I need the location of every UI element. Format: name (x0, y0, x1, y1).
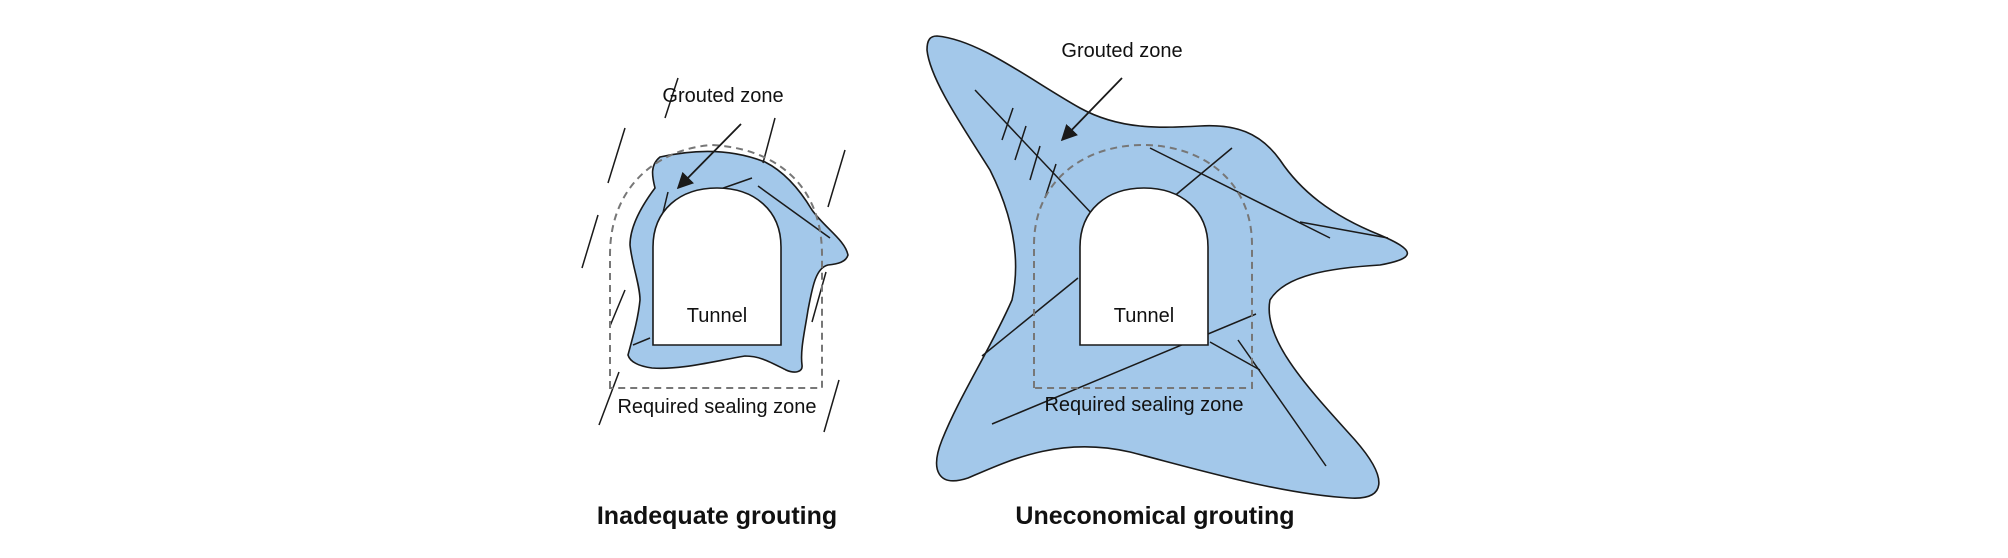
required-sealing-zone-label: Required sealing zone (617, 396, 816, 418)
grouted-zone-label: Grouted zone (1061, 40, 1182, 62)
tunnel-shape (1079, 187, 1209, 346)
tunnel-label: Tunnel (1114, 305, 1174, 327)
required-sealing-zone-label: Required sealing zone (1044, 394, 1243, 416)
grouted-zone-arrow (676, 123, 742, 190)
panel-uneconomical-grouting: Grouted zone Tunnel Required sealing zon… (926, 35, 1409, 530)
panel-inadequate-grouting: Grouted zone Tunnel Required sealing zon… (581, 77, 849, 530)
panel-caption: Inadequate grouting (597, 502, 837, 530)
grouted-zone-label: Grouted zone (662, 85, 783, 107)
tunnel-shape (652, 187, 782, 346)
panel-caption: Uneconomical grouting (1015, 502, 1294, 530)
required-sealing-zone-outline (1033, 143, 1253, 389)
grouted-zone-arrow (1060, 77, 1123, 142)
tunnel-label: Tunnel (687, 305, 747, 327)
required-sealing-zone-outline (609, 143, 823, 389)
